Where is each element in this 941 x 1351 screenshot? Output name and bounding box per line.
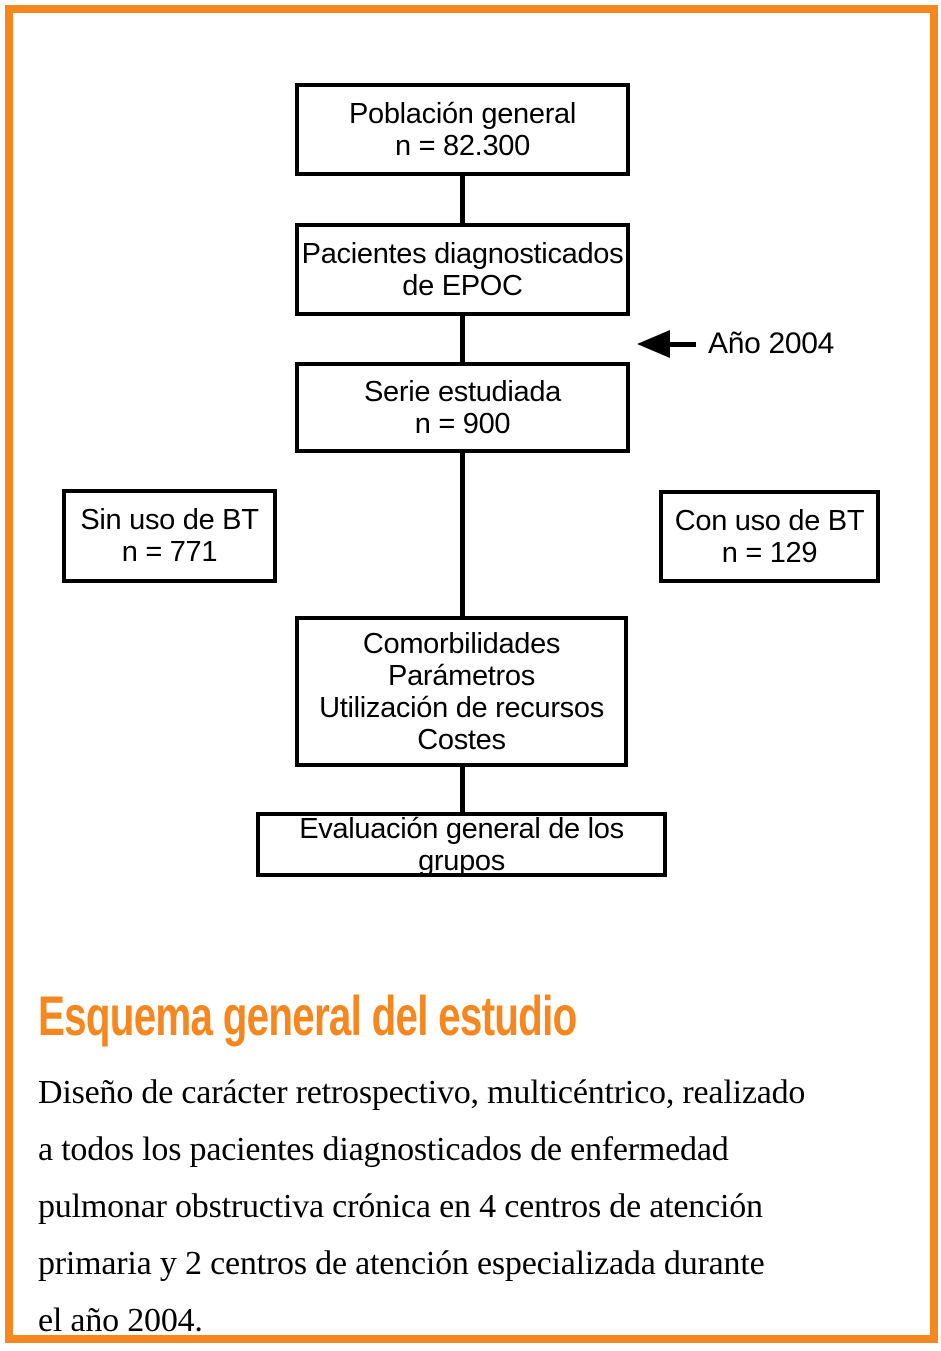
pacientes-diagnosticados-text: Pacientes diagnosticados de EPOC: [301, 237, 624, 302]
serie-estudiada-text: Serie estudiada n = 900: [363, 375, 562, 440]
connector-line: [460, 316, 465, 362]
connector-line: [460, 453, 465, 616]
year-annotation-label: Año 2004: [708, 327, 835, 360]
figure-caption-title: Esquema general del estudio: [38, 984, 577, 1047]
flowchart-box-poblacion-general: Población general n = 82.300: [295, 83, 630, 176]
evaluacion-text: Evaluación general de los grupos: [299, 812, 624, 877]
left-arrow-tail: [670, 341, 696, 347]
poblacion-general-text: Población general n = 82.300: [348, 97, 577, 162]
flowchart-box-comorbilidades: Comorbilidades Parámetros Utilización de…: [295, 616, 628, 767]
flowchart-box-serie-estudiada: Serie estudiada n = 900: [295, 362, 630, 453]
connector-line: [460, 176, 465, 223]
year-annotation: Año 2004: [637, 327, 835, 360]
con-uso-bt-text: Con uso de BT n = 129: [674, 504, 865, 569]
flowchart-box-pacientes-diagnosticados: Pacientes diagnosticados de EPOC: [295, 223, 630, 316]
connector-line: [460, 767, 465, 812]
flowchart-box-sin-uso-bt: Sin uso de BT n = 771: [62, 489, 277, 583]
left-arrow-icon: [637, 330, 670, 358]
figure-caption-body: Diseño de carácter retrospectivo, multic…: [38, 1074, 806, 1339]
flowchart-box-con-uso-bt: Con uso de BT n = 129: [659, 490, 880, 583]
sin-uso-bt-text: Sin uso de BT n = 771: [80, 504, 259, 568]
flowchart-box-evaluacion: Evaluación general de los grupos: [256, 812, 667, 877]
comorbilidades-text: Comorbilidades Parámetros Utilización de…: [319, 627, 604, 756]
